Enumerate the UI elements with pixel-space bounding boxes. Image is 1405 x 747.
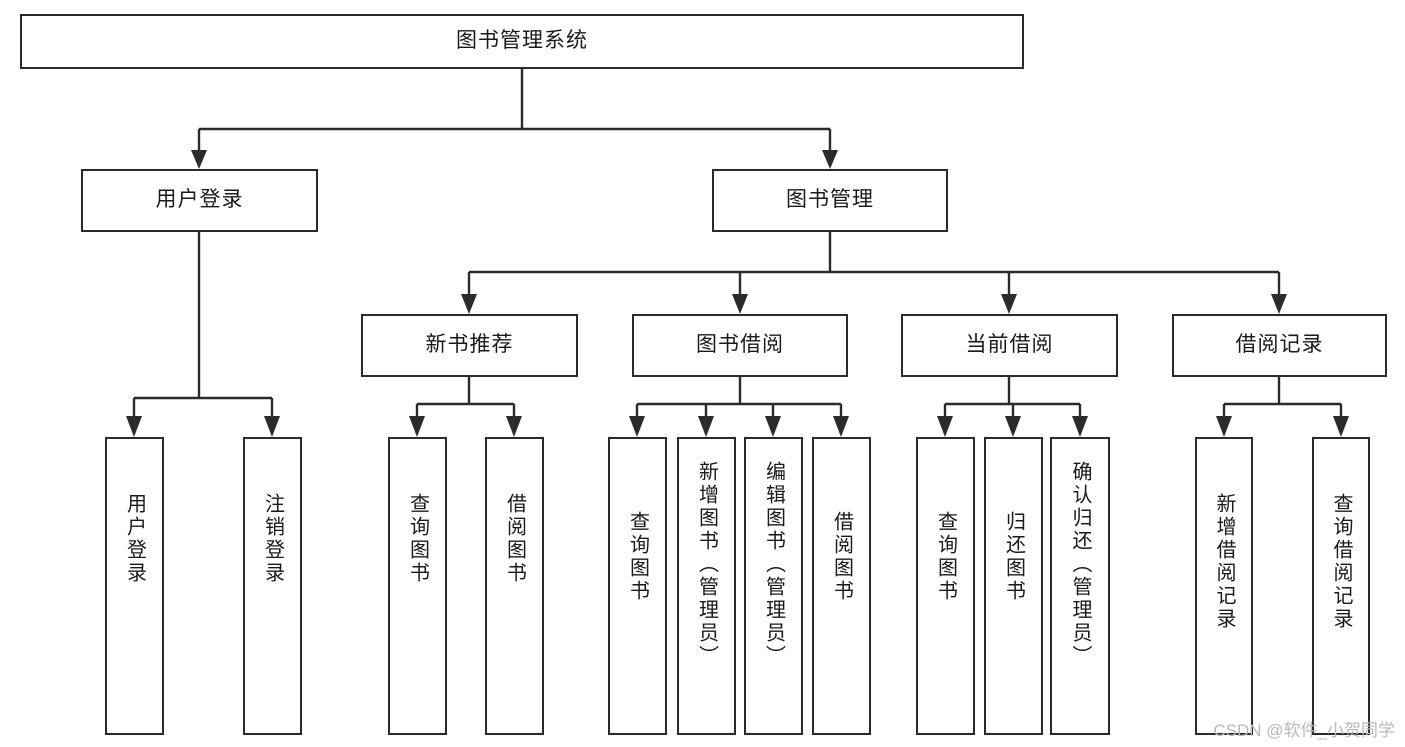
node-leaf-query-book-3[interactable]: 查询图书 bbox=[916, 437, 975, 735]
arrow-leaf-query-book-3 bbox=[937, 416, 953, 437]
node-root-label: 图书管理系统 bbox=[456, 29, 588, 53]
node-leaf-borrow-book-2[interactable]: 借阅图书 bbox=[812, 437, 871, 735]
node-leaf-borrow-book-1[interactable]: 借阅图书 bbox=[485, 437, 544, 735]
arrow-leaf-query-book-2 bbox=[629, 416, 645, 437]
arrow-leaf-logout-login bbox=[264, 416, 280, 437]
arrow-leaf-query-book-1 bbox=[409, 416, 425, 437]
arrow-leaf-borrow-book-1 bbox=[506, 416, 522, 437]
arrow-book-manage bbox=[822, 150, 838, 169]
arrow-leaf-edit-book-admin bbox=[765, 416, 781, 437]
node-leaf-return-book-label: 归还图书 bbox=[1002, 511, 1025, 603]
node-leaf-query-borrow-record-label: 查询借阅记录 bbox=[1330, 493, 1352, 631]
node-root-system[interactable]: 图书管理系统 bbox=[20, 14, 1024, 69]
node-leaf-add-borrow-record-label: 新增借阅记录 bbox=[1213, 493, 1235, 631]
node-leaf-add-borrow-record[interactable]: 新增借阅记录 bbox=[1195, 437, 1253, 735]
arrow-leaf-query-borrow-record bbox=[1333, 416, 1349, 437]
node-leaf-user-login-label: 用户登录 bbox=[123, 493, 146, 585]
node-leaf-query-borrow-record[interactable]: 查询借阅记录 bbox=[1312, 437, 1370, 735]
node-new-book-recommend-label: 新书推荐 bbox=[425, 333, 514, 357]
node-leaf-logout-login[interactable]: 注销登录 bbox=[243, 437, 302, 735]
node-borrow-record[interactable]: 借阅记录 bbox=[1172, 314, 1387, 377]
arrow-leaf-add-borrow-record bbox=[1216, 416, 1232, 437]
node-user-login-label: 用户登录 bbox=[155, 188, 244, 212]
arrow-borrow-record bbox=[1271, 294, 1287, 314]
arrow-current-borrow bbox=[1001, 294, 1017, 314]
node-leaf-return-book[interactable]: 归还图书 bbox=[984, 437, 1043, 735]
node-user-login[interactable]: 用户登录 bbox=[81, 169, 318, 232]
node-book-borrow[interactable]: 图书借阅 bbox=[632, 314, 848, 377]
node-leaf-query-book-2-label: 查询图书 bbox=[626, 511, 649, 603]
node-book-manage-label: 图书管理 bbox=[786, 188, 874, 212]
watermark-text: CSDN @软件_小贺同学 bbox=[1213, 721, 1395, 740]
node-leaf-add-book-admin[interactable]: 新增图书（管理员） bbox=[677, 437, 736, 735]
arrow-book-borrow bbox=[732, 294, 748, 314]
node-book-borrow-label: 图书借阅 bbox=[696, 333, 784, 357]
arrow-user-login bbox=[191, 150, 207, 169]
arrow-leaf-confirm-return-admin bbox=[1072, 416, 1088, 437]
node-leaf-borrow-book-2-label: 借阅图书 bbox=[830, 511, 853, 603]
node-leaf-query-book-1[interactable]: 查询图书 bbox=[388, 437, 447, 735]
node-leaf-add-book-admin-label: 新增图书（管理员） bbox=[695, 461, 718, 668]
node-leaf-edit-book-admin-label: 编辑图书（管理员） bbox=[762, 461, 785, 668]
arrow-leaf-add-book-admin bbox=[698, 416, 714, 437]
node-leaf-borrow-book-1-label: 借阅图书 bbox=[503, 493, 526, 585]
node-leaf-confirm-return-admin[interactable]: 确认归还（管理员） bbox=[1050, 437, 1110, 735]
node-leaf-query-book-1-label: 查询图书 bbox=[406, 493, 429, 585]
node-current-borrow-label: 当前借阅 bbox=[965, 333, 1054, 357]
node-leaf-user-login[interactable]: 用户登录 bbox=[105, 437, 164, 735]
arrow-leaf-user-login bbox=[126, 416, 142, 437]
node-leaf-query-book-2[interactable]: 查询图书 bbox=[608, 437, 667, 735]
node-leaf-edit-book-admin[interactable]: 编辑图书（管理员） bbox=[744, 437, 803, 735]
node-book-manage[interactable]: 图书管理 bbox=[712, 169, 948, 232]
arrow-leaf-borrow-book-2 bbox=[833, 416, 849, 437]
node-leaf-query-book-3-label: 查询图书 bbox=[934, 511, 957, 603]
node-leaf-logout-login-label: 注销登录 bbox=[261, 493, 284, 585]
node-current-borrow[interactable]: 当前借阅 bbox=[901, 314, 1118, 377]
node-new-book-recommend[interactable]: 新书推荐 bbox=[361, 314, 578, 377]
node-leaf-confirm-return-admin-label: 确认归还（管理员） bbox=[1069, 461, 1091, 668]
arrow-new-book-recommend bbox=[461, 294, 477, 314]
arrow-leaf-return-book bbox=[1005, 416, 1021, 437]
node-borrow-record-label: 借阅记录 bbox=[1235, 333, 1324, 357]
